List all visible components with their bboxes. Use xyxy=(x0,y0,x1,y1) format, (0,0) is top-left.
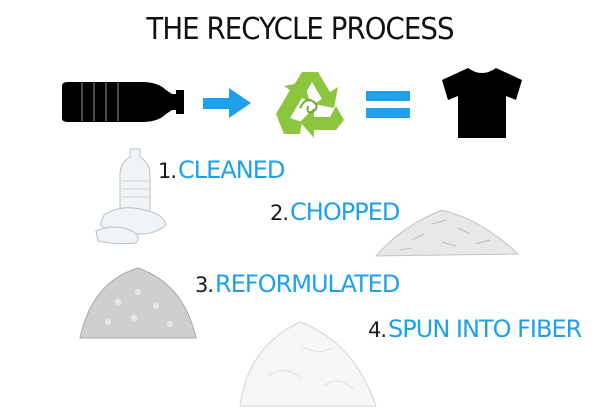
step-label: CHOPPED xyxy=(290,198,400,226)
step-label: SPUN INTO FIBER xyxy=(388,315,582,343)
step-number: 2. xyxy=(270,201,289,225)
tshirt-icon xyxy=(442,68,522,138)
step-3: 3.REFORMULATED xyxy=(195,270,400,298)
polyester-fiber-image xyxy=(239,321,377,407)
recycle-icon xyxy=(276,72,344,138)
equals-icon xyxy=(366,91,410,118)
step-2: 2.CHOPPED xyxy=(270,198,400,226)
plastic-pellets-image xyxy=(79,267,197,339)
step-4: 4.SPUN INTO FIBER xyxy=(368,315,582,343)
step-number: 4. xyxy=(368,318,387,342)
page-title: THE RECYCLE PROCESS xyxy=(146,12,454,47)
bottle-icon xyxy=(62,82,184,122)
arrow-right-icon xyxy=(203,88,251,118)
chopped-flakes-image xyxy=(374,209,520,257)
clear-bottles-image xyxy=(95,148,167,245)
step-label: CLEANED xyxy=(178,156,285,184)
step-1: 1.CLEANED xyxy=(158,156,285,184)
step-label: REFORMULATED xyxy=(215,270,400,298)
step-number: 3. xyxy=(195,273,214,297)
step-number: 1. xyxy=(158,159,177,183)
